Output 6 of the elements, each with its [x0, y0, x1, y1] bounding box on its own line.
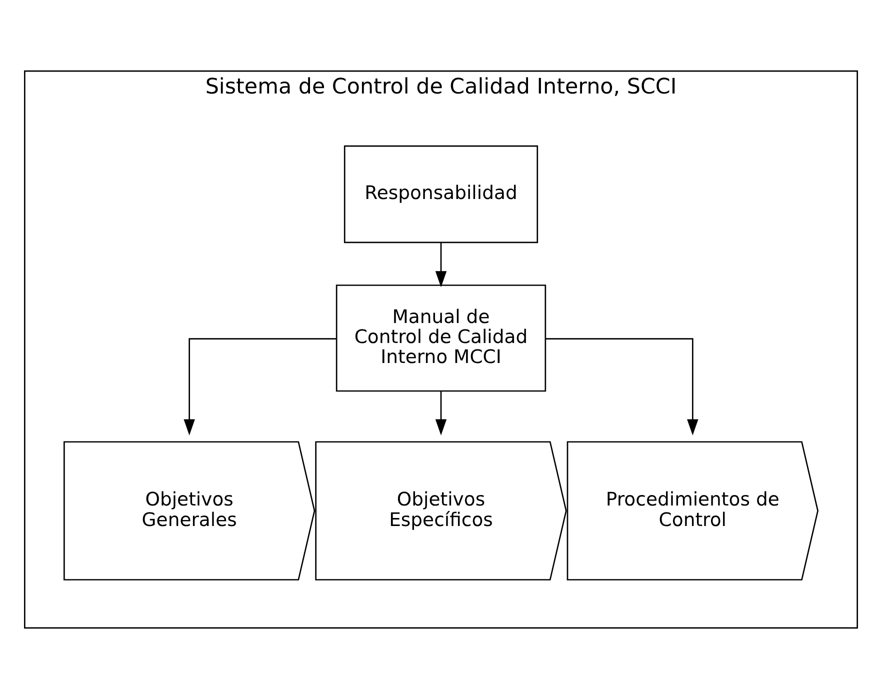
node-box: Responsabilidad	[344, 145, 538, 244]
node-box: Manual de Control de Calidad Interno MCCI	[336, 284, 546, 392]
arrow	[546, 338, 698, 436]
arrow	[435, 242, 447, 288]
arrow	[184, 338, 336, 436]
arrow	[435, 391, 447, 436]
